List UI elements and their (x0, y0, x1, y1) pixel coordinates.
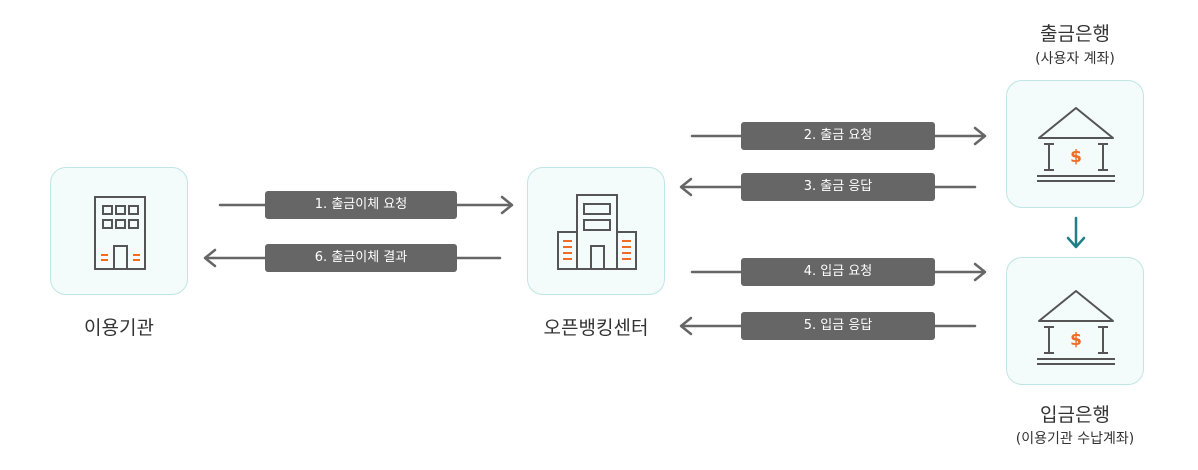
user-org-node (50, 167, 188, 295)
deposit-bank-sublabel: (이용기관 수납계좌) (1015, 431, 1135, 447)
dollar-sign-icon: $ (1070, 147, 1082, 167)
step-2-label: 2. 출금 요청 (741, 122, 935, 150)
step-5-label: 5. 입금 응답 (741, 312, 935, 340)
deposit-bank-label: 입금은행 (1040, 404, 1110, 426)
bank-building-icon: $ (1037, 290, 1115, 365)
bank-to-bank-arrow (1066, 216, 1086, 249)
openbanking-label: 오픈뱅킹센터 (543, 317, 649, 339)
user-org-label: 이용기관 (84, 317, 154, 339)
step-1-label: 1. 출금이체 요청 (265, 191, 457, 219)
bank-tower-icon (557, 194, 637, 270)
bank-building-icon: $ (1037, 107, 1115, 182)
step-6-label: 6. 출금이체 결과 (265, 244, 457, 272)
step-3-label: 3. 출금 응답 (741, 173, 935, 201)
withdraw-bank-label: 출금은행 (1040, 23, 1110, 45)
dollar-sign-icon: $ (1070, 330, 1082, 350)
withdraw-bank-sublabel: (사용자 계좌) (1035, 51, 1115, 67)
openbanking-node (527, 167, 665, 295)
step-4-label: 4. 입금 요청 (741, 258, 935, 286)
deposit-bank-node: $ (1006, 257, 1144, 385)
office-building-icon (94, 196, 146, 270)
withdraw-bank-node: $ (1006, 80, 1144, 208)
